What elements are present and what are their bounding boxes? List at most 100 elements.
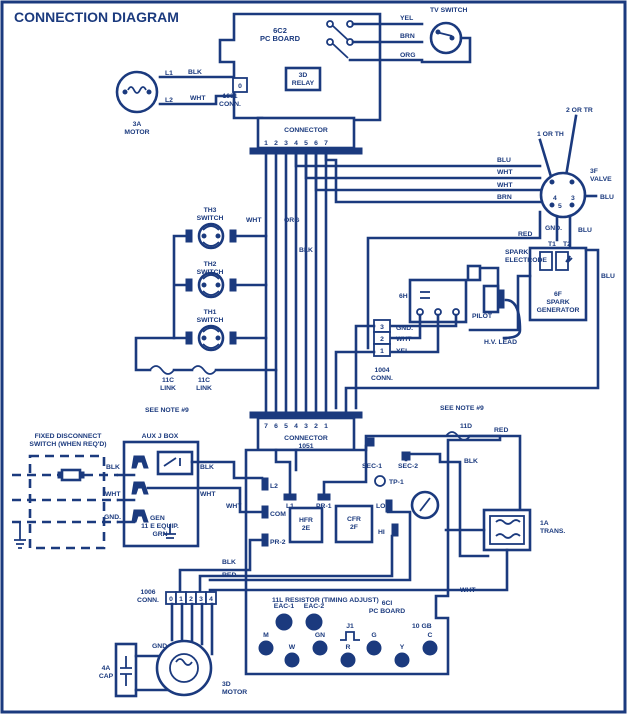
relay-contact-3 [326, 38, 334, 46]
valve-3f [539, 171, 587, 219]
eac-terminal-screw [305, 613, 323, 631]
tv-switch [429, 21, 463, 55]
lo-label: LO [376, 503, 385, 510]
connector-1051-pin: 2 [314, 423, 318, 430]
valve-term-1-or-th: 1 OR TH [537, 131, 564, 138]
gen-label: GEN [150, 515, 165, 522]
gb-10-label: 10 GB [412, 623, 432, 630]
resistor-11l-label: 11L RESISTOR (TIMING ADJUST) [272, 597, 379, 604]
diagram-title: CONNECTION DIAGRAM [14, 9, 179, 25]
connector-1051-pin: 4 [294, 423, 298, 430]
terminal-screw [366, 640, 382, 656]
wire-label-wht-th3: WHT [246, 217, 262, 224]
wire-blu-1 [294, 152, 542, 168]
conn-1004-pin: 1 [380, 348, 384, 355]
generator-t1: T1 [548, 241, 556, 248]
pr2-label: PR-2 [270, 539, 286, 546]
wire-brn-1 [324, 152, 542, 204]
wire-label-red-valve: RED [518, 231, 532, 238]
hi-label: HI [378, 529, 385, 536]
pilot-label: PILOT [472, 313, 493, 320]
wire-label-gnd-cap: GND. [152, 643, 169, 650]
wire-label-blk-mid: BLK [299, 247, 313, 254]
connector-1051 [256, 416, 356, 452]
wire-label-wht-1: WHT [497, 169, 513, 176]
wire-label-brn-1: BRN [497, 194, 512, 201]
terminal-label: Y [400, 644, 405, 651]
connector-top-label: CONNECTOR [284, 127, 328, 134]
conn-1004-pin-box [373, 343, 391, 357]
terminal-label: GN [315, 632, 325, 639]
wire-label-org-th3: ORG [284, 217, 299, 224]
eac1-label: EAC-1 [274, 603, 295, 610]
fuse-11d-label: 11D [460, 423, 472, 430]
tv-switch-label: TV SWITCH [430, 7, 467, 14]
link-11c-b [191, 365, 217, 375]
see-note-right: SEE NOTE #9 [440, 405, 484, 412]
conn-1001-pin: 0 [238, 83, 242, 90]
conn-1006-pin: 2 [189, 596, 193, 603]
wire-wht-2 [314, 152, 542, 192]
generator-t2: T2 [563, 241, 571, 248]
fixed-disconnect-switch [28, 454, 106, 550]
cfr-relay [334, 504, 374, 544]
conn-1006-pin: 0 [169, 596, 173, 603]
wire-wht-1 [304, 152, 542, 180]
wire-label-l1: L1 [165, 70, 173, 77]
terminal-label: W [289, 644, 296, 651]
jumper-j1 [340, 631, 360, 641]
connector-top-pin: 1 [264, 140, 268, 147]
fuse-11d [445, 431, 471, 441]
relay-contact-1 [326, 20, 334, 28]
terminal-screw [284, 652, 300, 668]
terminal-screw [394, 652, 410, 668]
valve-term-5: 5 [558, 203, 562, 210]
hv-lead-label: H.V. LEAD [484, 339, 517, 346]
th2-switch: TH2SWITCH [185, 261, 237, 299]
conn-1006-pin: 1 [179, 596, 183, 603]
tp1-label: TP-1 [389, 479, 404, 486]
see-note-left: SEE NOTE #9 [145, 407, 189, 414]
sec1-label: SEC-1 [362, 463, 382, 470]
connector-1051-pin: 5 [284, 423, 288, 430]
connector-top-pin: 2 [274, 140, 278, 147]
connector-top-pin: 4 [294, 140, 298, 147]
equip-grn-label: 11 E EQUIP.GRN [141, 523, 179, 538]
relay-3d [284, 66, 322, 92]
cap-4a [114, 642, 138, 698]
wire-label-blu-1: BLU [497, 157, 511, 164]
wire-label-wht-1004: WHT [396, 336, 412, 343]
wire-label-blk-trans: BLK [464, 458, 478, 465]
com-label: COM [270, 511, 286, 518]
aux-j-box-label: AUX J BOX [142, 433, 179, 440]
wire-label-wht-com: WHT [226, 503, 242, 510]
conn-1004-pin: 2 [380, 336, 384, 343]
wire-label-red-fuse: RED [494, 427, 508, 434]
terminal-screw [312, 640, 328, 656]
motor-3a [115, 70, 159, 114]
wire-label-red-1006: RED [222, 572, 236, 579]
wire-red-fuse [468, 434, 522, 514]
wire-label-gnd-valve: GND. [545, 225, 562, 232]
conn-1006-pin: 4 [209, 596, 213, 603]
